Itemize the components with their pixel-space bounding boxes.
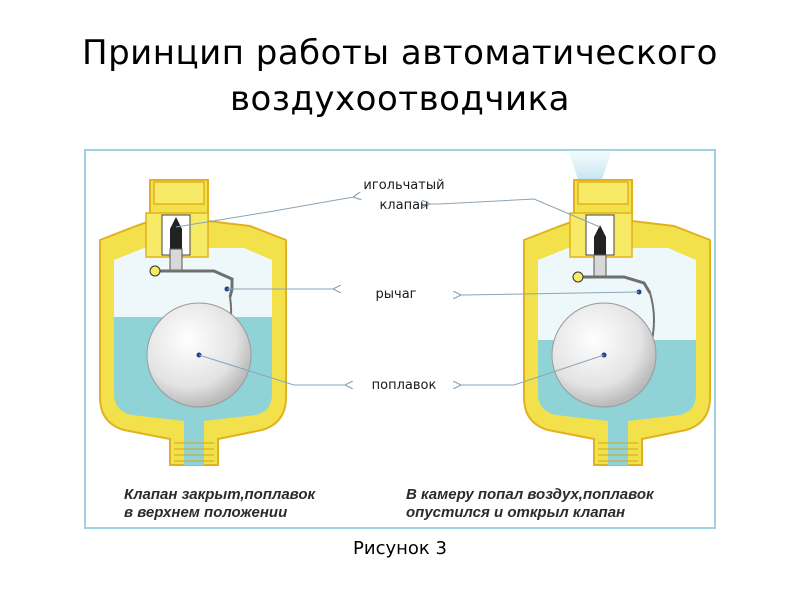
label-needle-valve-1: игольчатый bbox=[363, 178, 444, 193]
left-valve-cap bbox=[153, 181, 205, 205]
left-state-line-2: в верхнем положении bbox=[124, 504, 287, 521]
left-needle bbox=[170, 217, 182, 251]
left-air-vent bbox=[99, 179, 287, 466]
right-inlet-thread bbox=[598, 442, 638, 462]
right-air-jet bbox=[568, 150, 612, 197]
left-stem bbox=[169, 248, 183, 272]
label-float: поплавок bbox=[372, 378, 437, 393]
right-valve-cap bbox=[577, 181, 629, 205]
right-stem bbox=[593, 254, 607, 278]
left-chamber-air bbox=[114, 248, 272, 317]
label-needle-valve-2: клапан bbox=[379, 198, 428, 213]
right-state-line-2: опустился и открыл клапан bbox=[406, 504, 625, 521]
right-lever-pivot bbox=[572, 271, 584, 283]
right-state-line-1: В камеру попал воздух,поплавок bbox=[406, 486, 655, 503]
figure-caption: Рисунок 3 bbox=[353, 538, 447, 559]
page-title: Принцип работы автоматического воздухоот… bbox=[0, 30, 800, 122]
right-needle bbox=[594, 225, 606, 257]
right-air-vent bbox=[523, 150, 711, 466]
left-inlet-thread bbox=[174, 442, 214, 462]
left-lever bbox=[150, 269, 234, 298]
right-lever bbox=[574, 275, 652, 294]
label-lever: рычаг bbox=[376, 287, 417, 302]
title-line-2: воздухоотводчика bbox=[230, 79, 570, 119]
title-line-1: Принцип работы автоматического bbox=[82, 33, 718, 73]
left-lever-pivot bbox=[149, 265, 161, 277]
air-vent-diagram: игольчатый клапан рычаг поплавок Клапан … bbox=[84, 149, 716, 529]
leader-lines bbox=[175, 197, 640, 385]
left-state-line-1: Клапан закрыт,поплавок bbox=[124, 486, 317, 503]
